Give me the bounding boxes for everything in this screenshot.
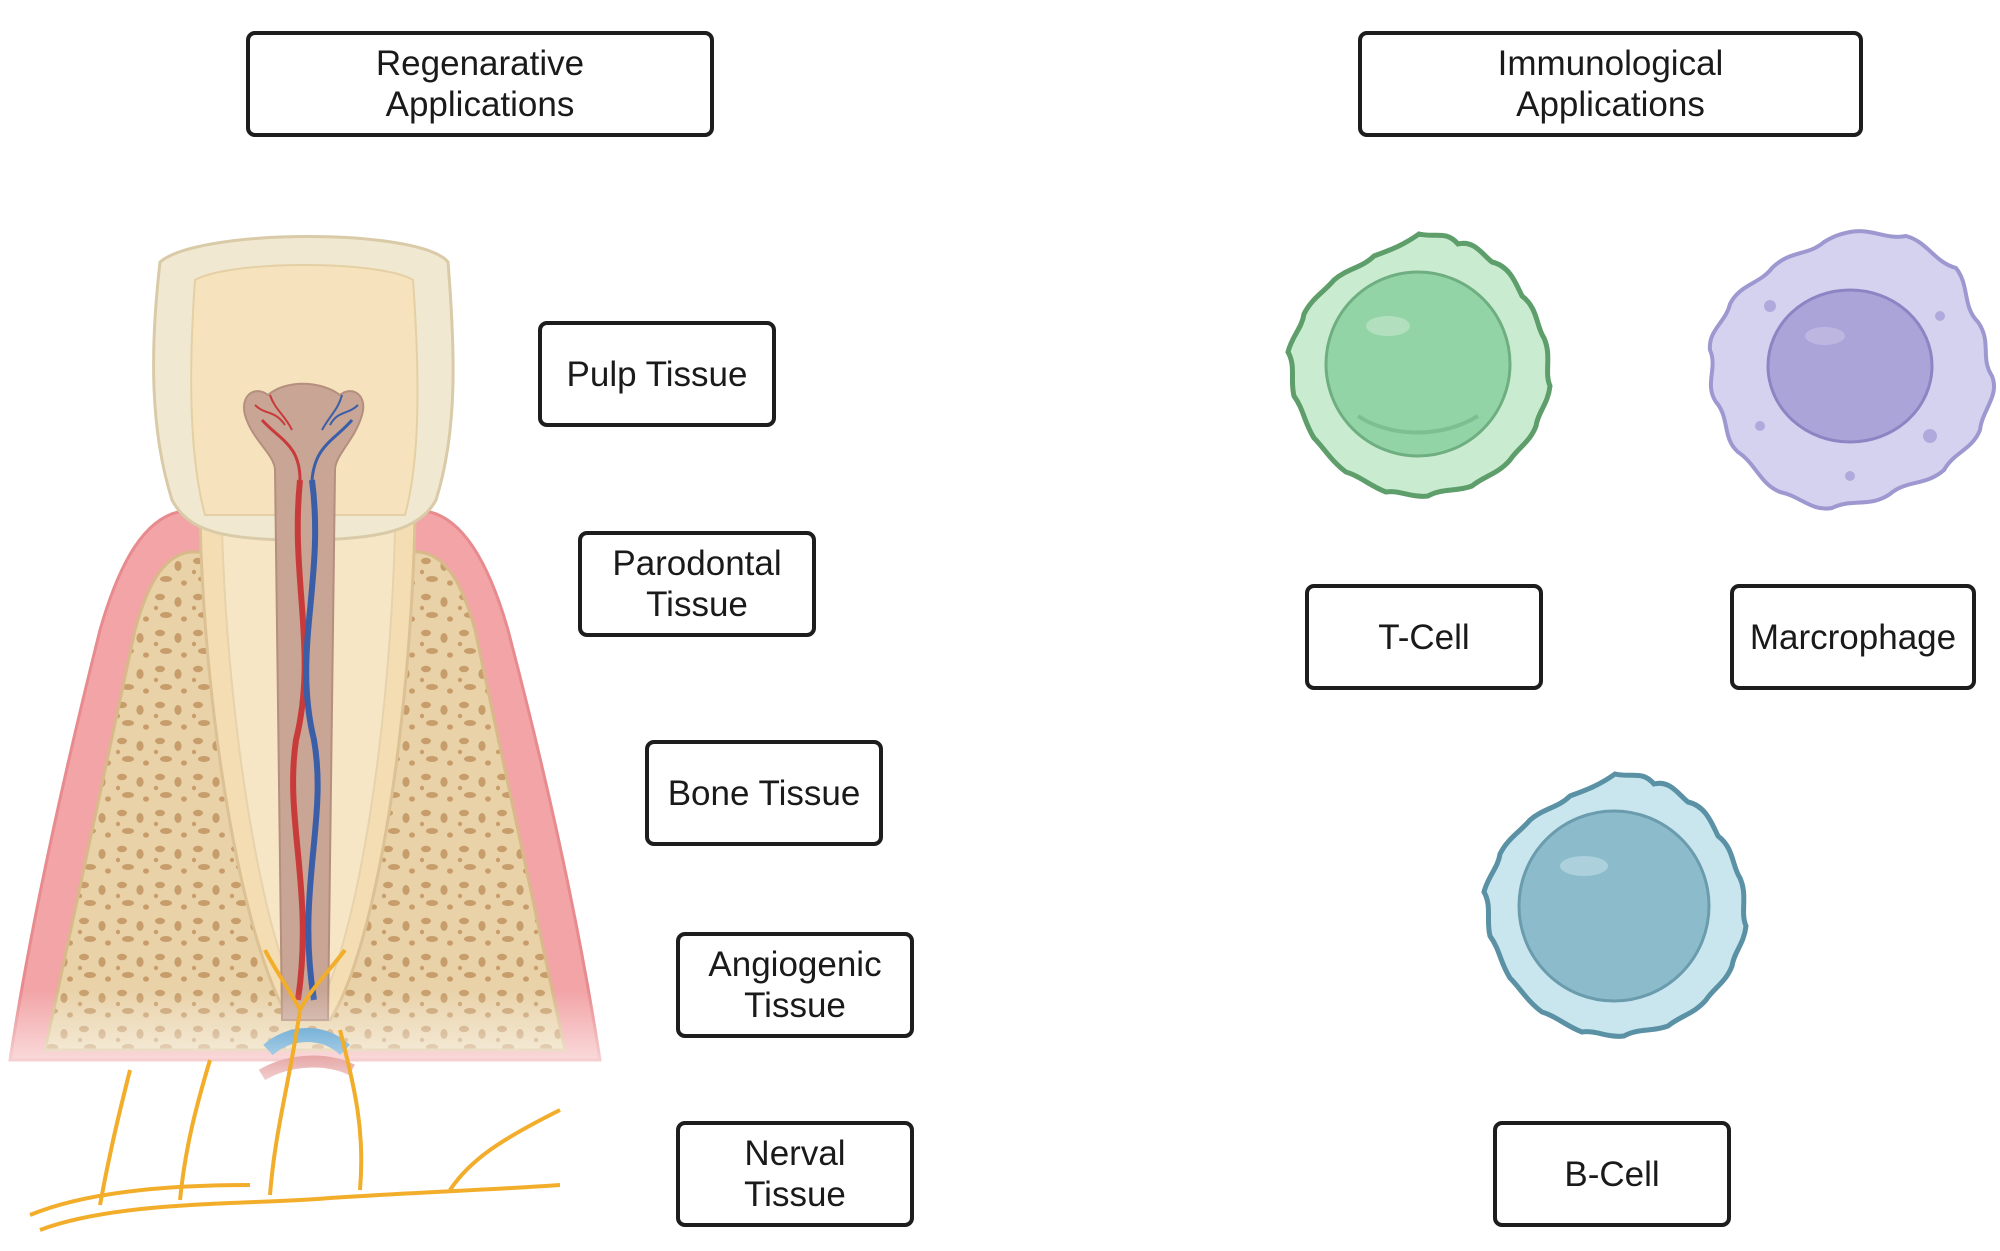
- tooth-illustration: [0, 235, 610, 1232]
- label-line-1: Nerval: [744, 1134, 846, 1173]
- label-line-1: Angiogenic: [708, 945, 882, 984]
- regenerative-applications-header: Regenarative Applications: [246, 31, 714, 137]
- label-text: B-Cell: [1564, 1154, 1660, 1194]
- header-line-1: Immunological: [1497, 44, 1724, 83]
- header-line-2: Applications: [385, 85, 575, 124]
- label-text: T-Cell: [1378, 617, 1470, 657]
- label-text: Bone Tissue: [667, 773, 861, 813]
- parodontal-tissue-label: Parodontal Tissue: [578, 531, 816, 637]
- label-line-1: Parodontal: [612, 544, 782, 583]
- label-line-2: Tissue: [744, 1175, 846, 1214]
- label-line-2: Tissue: [744, 986, 846, 1025]
- b-cell-label: B-Cell: [1493, 1121, 1731, 1227]
- angiogenic-tissue-label: Angiogenic Tissue: [676, 932, 914, 1038]
- header-line-2: Applications: [1516, 85, 1705, 124]
- immunological-applications-header: Immunological Applications: [1358, 31, 1863, 137]
- macrophage-label: Marcrophage: [1730, 584, 1976, 690]
- bone-tissue-label: Bone Tissue: [645, 740, 883, 846]
- macrophage-illustration: [1707, 229, 1996, 511]
- header-line-1: Regenarative: [375, 44, 585, 83]
- t-cell-label: T-Cell: [1305, 584, 1543, 690]
- label-text: Pulp Tissue: [566, 354, 748, 394]
- label-text: Marcrophage: [1749, 617, 1957, 657]
- t-cell-illustration: [1285, 231, 1553, 499]
- nerval-tissue-label: Nerval Tissue: [676, 1121, 914, 1227]
- b-cell-illustration: [1481, 771, 1749, 1039]
- label-line-2: Tissue: [646, 585, 748, 624]
- pulp-tissue-label: Pulp Tissue: [538, 321, 776, 427]
